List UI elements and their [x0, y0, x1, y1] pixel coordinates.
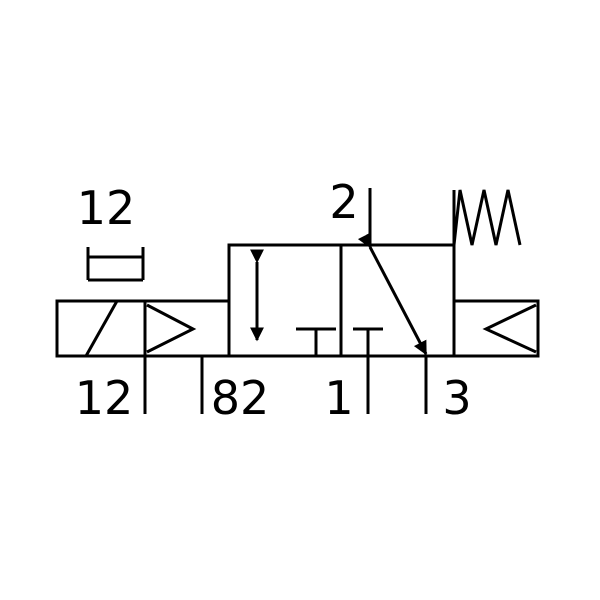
port-lines: [143, 188, 428, 414]
manual-override-bracket: [86, 247, 145, 282]
blocked-port-left: [296, 327, 336, 356]
return-triangle-right: [452, 299, 540, 358]
label-aux-port: 82: [211, 371, 270, 425]
label-solenoid-port: 12: [75, 371, 134, 425]
label-pilot-port: 12: [77, 181, 136, 235]
label-output-port: 2: [329, 175, 358, 229]
solenoid-actuator: [55, 299, 147, 358]
label-exhaust-port: 3: [442, 371, 471, 425]
pilot-triangle-left: [145, 299, 229, 358]
label-supply-port: 1: [324, 371, 353, 425]
flow-arrow-diagonal: [357, 232, 428, 356]
spring-icon: [452, 189, 522, 246]
blocked-port-right: [353, 327, 383, 356]
valve-body: [227, 243, 456, 358]
